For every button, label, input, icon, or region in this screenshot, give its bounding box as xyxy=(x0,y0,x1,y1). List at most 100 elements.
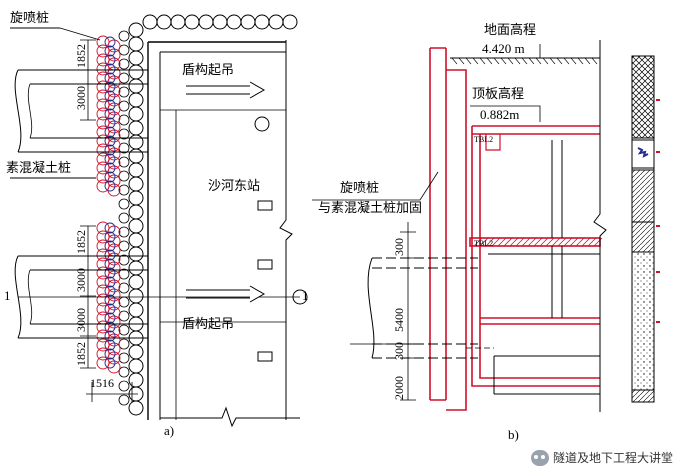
pile-circle xyxy=(128,246,144,262)
plain-pile-circle xyxy=(104,303,116,315)
hoist-circle-upper xyxy=(254,116,270,132)
plain-pile-circle xyxy=(104,99,116,111)
perimeter-pile-column xyxy=(118,22,144,416)
pile-circle-small xyxy=(118,324,130,336)
pile-circle xyxy=(240,14,256,30)
plain-pile-circle xyxy=(104,312,116,324)
plain-pile-circle xyxy=(104,249,116,261)
dim-lower-1852-bottom: 1852 xyxy=(74,342,88,366)
column-marker-1 xyxy=(257,200,273,211)
pile-circle xyxy=(282,14,298,30)
caption-a: a) xyxy=(164,423,175,438)
dim-lower-1852-top: 1852 xyxy=(74,230,88,254)
shield-tunnel-upper xyxy=(14,69,148,153)
pile-circle xyxy=(170,14,186,30)
watermark-text: 隧道及地下工程大讲堂 xyxy=(552,451,673,465)
reinforce-leader xyxy=(312,171,439,201)
pile-circle xyxy=(128,92,144,108)
plain-pile-circle xyxy=(104,231,116,243)
pile-circle-small xyxy=(118,72,130,84)
dim-b-300-top: 300 xyxy=(392,238,406,256)
pile-circle xyxy=(128,358,144,374)
shield-lift-upper: 盾构起吊 xyxy=(182,63,235,78)
dim-b-300-bottom: 300 xyxy=(392,342,406,360)
pile-circle-small xyxy=(118,310,130,322)
pile-circle xyxy=(198,14,214,30)
plain-pile-circle xyxy=(104,258,116,270)
dims-b xyxy=(350,222,420,401)
jet-pile-wall xyxy=(429,47,447,401)
break-line-bottom xyxy=(160,406,300,428)
wechat-icon xyxy=(530,449,549,466)
jet-pile-group-upper xyxy=(96,35,121,197)
dim-width-1516: 1516 xyxy=(90,376,114,390)
tbl-label-top: TBL2 xyxy=(474,135,494,144)
break-line-right xyxy=(279,40,293,420)
caption-b: b) xyxy=(508,427,519,442)
dim-upper-3000: 3000 xyxy=(74,86,88,110)
pile-circle-small xyxy=(118,296,130,308)
roof-haunch xyxy=(485,134,501,151)
dim-b-2000: 2000 xyxy=(392,376,406,400)
tunnel-dashed xyxy=(372,257,478,359)
plain-pile-circle xyxy=(104,63,116,75)
jet-pile-group-lower xyxy=(96,221,121,374)
pile-circle xyxy=(128,36,144,52)
plain-pile-circle xyxy=(104,45,116,57)
pile-circle xyxy=(128,302,144,318)
pile-circle xyxy=(128,232,144,248)
tbl-label-mid: TBL2 xyxy=(474,239,494,248)
pile-circle xyxy=(128,400,144,416)
pile-circle-small xyxy=(118,100,130,112)
roof-elevation-value: 0.882m xyxy=(480,107,520,122)
plain-pile-circle xyxy=(104,117,116,129)
plain-pile-circle xyxy=(104,267,116,279)
ground-elevation-label: 地面高程 xyxy=(484,23,537,38)
plain-pile-circle xyxy=(104,54,116,66)
plain-pile-label: 素混凝土桩 xyxy=(6,161,72,176)
pile-circle xyxy=(128,344,144,360)
pile-circle xyxy=(268,14,284,30)
break-line-b xyxy=(593,40,607,412)
pile-circle xyxy=(128,22,144,38)
pile-circle-small xyxy=(118,240,130,252)
tunnel-break xyxy=(367,257,375,359)
plain-pile-circle xyxy=(104,348,116,360)
pile-circle-small xyxy=(118,380,130,392)
hoist-circle-lower xyxy=(292,289,308,305)
pile-circle-small xyxy=(118,254,130,266)
pile-circle xyxy=(128,106,144,122)
dim-lines-lower xyxy=(80,225,138,402)
jet-pile-leader xyxy=(59,27,101,41)
pile-circle xyxy=(128,148,144,164)
middle-slab-hatch xyxy=(473,237,603,247)
dim-upper-1852: 1852 xyxy=(74,44,88,68)
plain-pile-circle xyxy=(104,294,116,306)
figure-a xyxy=(10,14,308,428)
pile-circle xyxy=(128,260,144,276)
plain-pile-circle xyxy=(104,171,116,183)
roof-elevation-label: 顶板高程 xyxy=(472,87,525,102)
plain-pile-circle xyxy=(104,36,116,48)
pile-circle xyxy=(128,204,144,220)
pile-circle xyxy=(128,50,144,66)
pile-circle-small xyxy=(118,114,130,126)
plain-pile-circle xyxy=(104,126,116,138)
plain-pile-circle xyxy=(104,180,116,192)
dim-lower-3000-b: 3000 xyxy=(74,308,88,332)
top-pile-row xyxy=(142,14,298,30)
pile-circle-small xyxy=(118,184,130,196)
pile-circle xyxy=(128,274,144,290)
side-wall xyxy=(471,126,600,387)
reinforce-label-2: 与素混凝土桩加固 xyxy=(318,201,423,216)
pile-circle-small xyxy=(118,282,130,294)
jet-pile-circle xyxy=(107,360,121,374)
plain-pile-circle xyxy=(104,135,116,147)
pile-circle xyxy=(128,78,144,94)
pile-circle-small xyxy=(118,366,130,378)
dim-lines-upper xyxy=(80,39,96,121)
pile-circle-small xyxy=(118,170,130,182)
pile-wall-inner xyxy=(446,69,467,411)
plain-pile-circle xyxy=(104,285,116,297)
